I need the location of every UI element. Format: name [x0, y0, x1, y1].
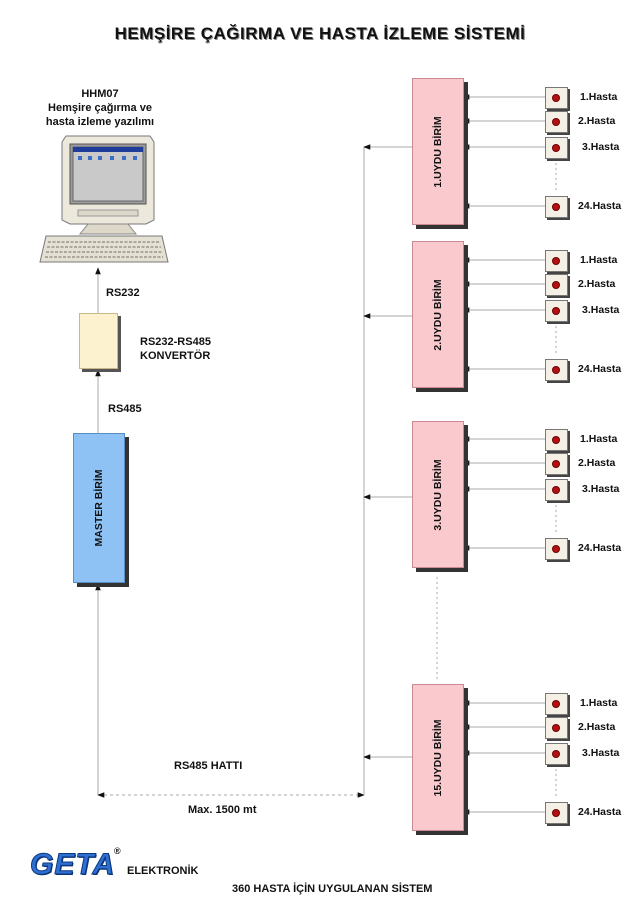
master-unit: MASTER BİRİM — [73, 433, 125, 583]
satellite-unit-15: 15.UYDU BİRİM — [412, 684, 464, 831]
patient-label: 24.Hasta — [578, 542, 622, 554]
call-button-icon — [545, 717, 568, 739]
patient-label: 3.Hasta — [582, 304, 620, 316]
call-button-icon — [545, 137, 568, 159]
patient-label: 1.Hasta — [580, 91, 618, 103]
call-button-icon — [545, 453, 568, 475]
computer-icon — [39, 135, 169, 263]
registered-mark: ® — [114, 846, 121, 856]
patient-label: 1.Hasta — [580, 697, 618, 709]
master-unit-label: MASTER BİRİM — [93, 469, 105, 547]
software-line1: Hemşire çağırma ve — [48, 102, 152, 114]
call-button-icon — [545, 300, 568, 322]
patient-label: 24.Hasta — [578, 200, 622, 212]
patient-label: 2.Hasta — [578, 278, 616, 290]
call-button-icon — [545, 87, 568, 109]
call-button-icon — [545, 743, 568, 765]
call-button-icon — [545, 274, 568, 296]
satellite-unit-label: 1.UYDU BİRİM — [432, 115, 444, 188]
call-button-icon — [545, 479, 568, 501]
converter-line2: KONVERTÖR — [140, 350, 211, 362]
patient-label: 1.Hasta — [580, 254, 618, 266]
rs232-label: RS232 — [106, 287, 140, 299]
satellite-unit-1: 1.UYDU BİRİM — [412, 78, 464, 225]
software-code: HHM07 — [81, 88, 119, 100]
call-button-icon — [545, 250, 568, 272]
patient-label: 3.Hasta — [582, 483, 620, 495]
converter-box — [79, 313, 118, 369]
page-title: HEMŞİRE ÇAĞIRMA VE HASTA İZLEME SİSTEMİ — [114, 24, 526, 43]
brand-name: ELEKTRONİK — [127, 865, 199, 877]
patient-label: 2.Hasta — [578, 457, 616, 469]
geta-logo: GETA — [29, 848, 116, 882]
satellite-unit-label: 3.UYDU BİRİM — [432, 458, 444, 531]
call-button-icon — [545, 538, 568, 560]
software-line2: hasta izleme yazılımı — [45, 116, 155, 128]
patient-label: 3.Hasta — [582, 747, 620, 759]
satellite-unit-label: 2.UYDU BİRİM — [432, 278, 444, 351]
call-button-icon — [545, 802, 568, 824]
call-button-icon — [545, 196, 568, 218]
patient-label: 1.Hasta — [580, 433, 618, 445]
patient-label: 24.Hasta — [578, 806, 622, 818]
rs485-label: RS485 — [108, 403, 142, 415]
call-button-icon — [545, 359, 568, 381]
satellite-unit-label: 15.UYDU BİRİM — [432, 718, 444, 797]
patient-label: 3.Hasta — [582, 141, 620, 153]
converter-line1: RS232-RS485 — [140, 336, 211, 348]
patient-label: 2.Hasta — [578, 721, 616, 733]
call-button-icon — [545, 111, 568, 133]
footer-caption: 360 HASTA İÇİN UYGULANAN SİSTEM — [232, 883, 433, 895]
rs485-line-label: RS485 HATTI — [174, 760, 243, 772]
call-button-icon — [545, 693, 568, 715]
satellite-unit-3: 3.UYDU BİRİM — [412, 421, 464, 568]
call-button-icon — [545, 429, 568, 451]
satellite-unit-2: 2.UYDU BİRİM — [412, 241, 464, 388]
patient-label: 2.Hasta — [578, 115, 616, 127]
distance-label: Max. 1500 mt — [188, 804, 257, 816]
patient-label: 24.Hasta — [578, 363, 622, 375]
